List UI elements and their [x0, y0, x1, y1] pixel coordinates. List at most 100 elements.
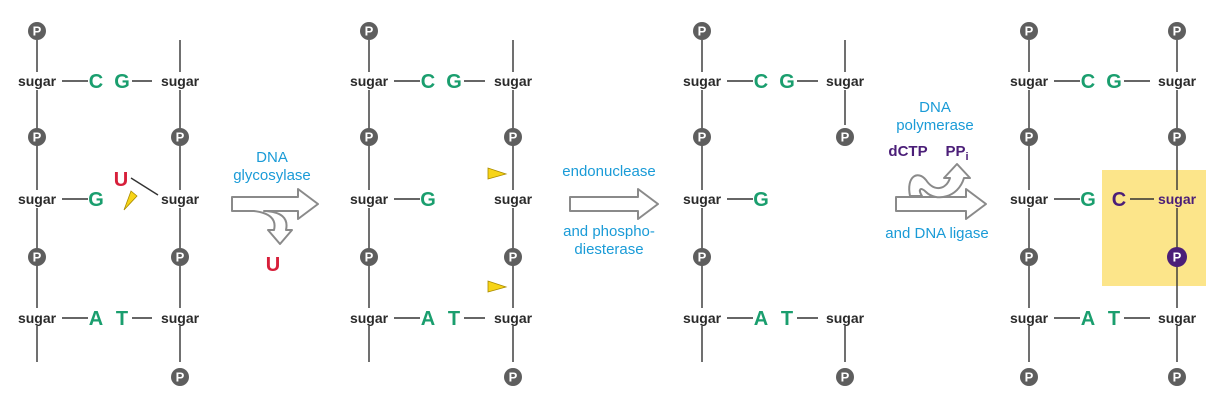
sugar-label: sugar — [1158, 310, 1197, 326]
svg-text:P: P — [698, 24, 707, 39]
panel-3-gapped-dna: P P P P P sugar sugar sugar sugar sugar … — [683, 22, 865, 386]
sugar-label: sugar — [683, 73, 722, 89]
enzyme-label-line: glycosylase — [233, 167, 311, 184]
sugar-label: sugar — [161, 310, 200, 326]
base-a: A — [421, 308, 435, 330]
panel-1-uracil-containing-dna: P P P P P P sugar sugar sugar sugar suga… — [18, 22, 200, 386]
phosphate-icon: P — [836, 368, 854, 386]
phosphate-icon: P — [693, 22, 711, 40]
phosphate-icon: P — [28, 22, 46, 40]
sugar-label: sugar — [494, 73, 533, 89]
panel-2-abasic-site: P P P P P P sugar sugar sugar sugar suga… — [350, 22, 533, 386]
phosphate-icon: P — [1020, 368, 1038, 386]
panel-4-repaired-dna: P P P P P P P P sugar sugar sugar sugar … — [1010, 22, 1197, 386]
phosphate-icon: P — [1168, 128, 1186, 146]
phosphate-icon: P — [28, 248, 46, 266]
base-c: C — [754, 71, 768, 93]
svg-text:P: P — [698, 250, 707, 265]
base-c: C — [1081, 71, 1095, 93]
sugar-label: sugar — [1010, 191, 1049, 207]
sugar-label: sugar — [350, 73, 389, 89]
base-a: A — [89, 308, 103, 330]
base-t: T — [781, 308, 793, 330]
sugar-label: sugar — [161, 191, 200, 207]
sugar-label: sugar — [18, 191, 57, 207]
phosphate-icon: P — [171, 128, 189, 146]
base-c: C — [421, 71, 435, 93]
phosphate-icon: P — [693, 248, 711, 266]
base-g: G — [779, 71, 795, 93]
sugar-label: sugar — [350, 310, 389, 326]
phosphate-icon: P — [171, 368, 189, 386]
reaction-arrow-icon — [569, 188, 659, 220]
phosphate-icon: P — [1020, 128, 1038, 146]
enzyme-label-line: endonuclease — [562, 163, 655, 180]
phosphate-icon: P — [1020, 22, 1038, 40]
step-3-polymerase-ligase-arrow: DNA polymerase dCTP PPi and DNA ligase — [885, 99, 988, 242]
base-c: C — [89, 71, 103, 93]
step-2-endonuclease-arrow: endonuclease and phospho- diesterase — [562, 163, 659, 258]
released-uracil: U — [266, 254, 280, 276]
svg-text:P: P — [841, 130, 850, 145]
base-t: T — [116, 308, 128, 330]
phosphate-icon: P — [360, 128, 378, 146]
base-g: G — [446, 71, 462, 93]
svg-text:P: P — [1173, 130, 1182, 145]
phosphate-icon: P — [360, 248, 378, 266]
new-sugar-label: sugar — [1158, 191, 1197, 207]
base-u-mismatch: U — [114, 169, 128, 191]
sugar-label: sugar — [161, 73, 200, 89]
svg-text:P: P — [841, 370, 850, 385]
svg-text:P: P — [365, 130, 374, 145]
cut-site-marker-icon — [487, 167, 508, 180]
svg-text:P: P — [1025, 24, 1034, 39]
svg-text:P: P — [698, 130, 707, 145]
base-g: G — [88, 189, 104, 211]
svg-text:P: P — [509, 250, 518, 265]
enzyme-label-line: and phospho- — [563, 223, 655, 240]
reaction-arrow-icon — [231, 188, 319, 245]
substrate-dctp: dCTP — [888, 143, 927, 160]
svg-text:P: P — [1025, 250, 1034, 265]
phosphate-icon: P — [504, 248, 522, 266]
base-a: A — [1081, 308, 1095, 330]
phosphate-icon: P — [693, 128, 711, 146]
reaction-arrow-icon — [895, 188, 987, 220]
phosphate-icon: P — [1168, 22, 1186, 40]
sugar-label: sugar — [826, 310, 865, 326]
svg-text:P: P — [509, 370, 518, 385]
repair-highlight-box — [1102, 170, 1206, 286]
svg-text:P: P — [365, 24, 374, 39]
base-g: G — [114, 71, 130, 93]
curved-side-arrow-icon — [908, 163, 971, 199]
enzyme-label-line: and DNA ligase — [885, 225, 988, 242]
base-t: T — [1108, 308, 1120, 330]
sugar-label: sugar — [1010, 73, 1049, 89]
phosphate-icon: P — [360, 22, 378, 40]
svg-text:P: P — [1173, 250, 1182, 265]
sugar-label: sugar — [683, 191, 722, 207]
svg-text:P: P — [1025, 370, 1034, 385]
enzyme-label-line: diesterase — [574, 241, 643, 258]
svg-text:P: P — [365, 250, 374, 265]
enzyme-label-line: DNA — [919, 99, 951, 116]
phosphate-icon: P — [504, 368, 522, 386]
base-t: T — [448, 308, 460, 330]
svg-text:P: P — [176, 370, 185, 385]
sugar-label: sugar — [826, 73, 865, 89]
sugar-label: sugar — [1010, 310, 1049, 326]
svg-text:P: P — [33, 24, 42, 39]
svg-text:P: P — [176, 130, 185, 145]
base-g: G — [1080, 189, 1096, 211]
phosphate-icon: P — [28, 128, 46, 146]
sugar-label: sugar — [494, 310, 533, 326]
base-g: G — [420, 189, 436, 211]
enzyme-label-line: DNA — [256, 149, 288, 166]
sugar-label: sugar — [683, 310, 722, 326]
base-a: A — [754, 308, 768, 330]
new-phosphate-icon: P — [1167, 247, 1187, 267]
byproduct-ppi: PPi — [945, 143, 968, 163]
enzyme-label-line: polymerase — [896, 117, 974, 134]
sugar-label: sugar — [18, 310, 57, 326]
